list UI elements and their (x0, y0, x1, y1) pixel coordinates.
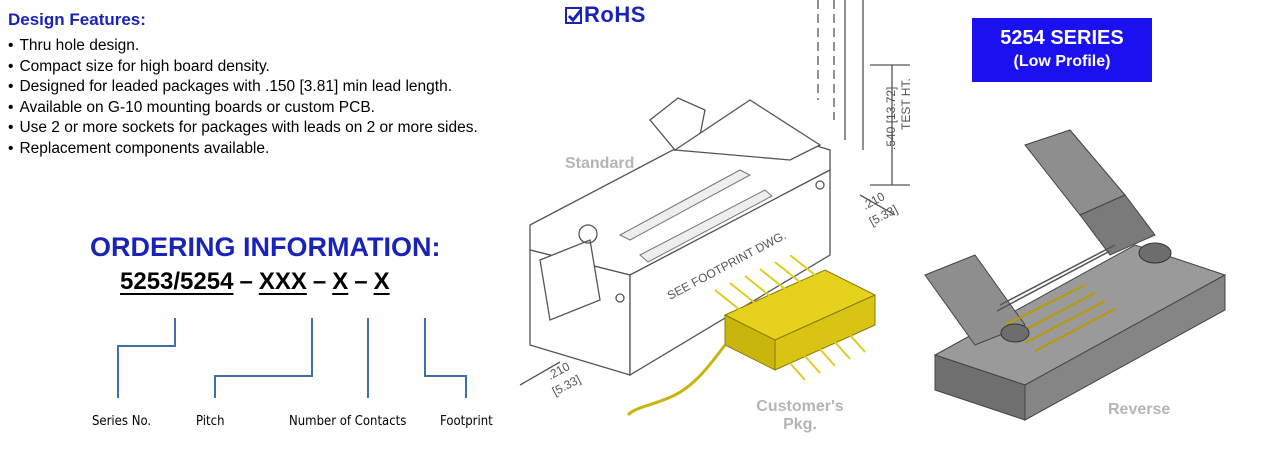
part-separator: – (239, 268, 253, 295)
customer-caption-line1: Customer's (756, 398, 844, 415)
series-badge: 5254 SERIES (Low Profile) (972, 18, 1152, 82)
rohs-mark: RoHS (565, 2, 646, 28)
customer-package-caption: Customer's Pkg. (750, 398, 850, 434)
standard-caption: Standard (565, 155, 635, 172)
field-label-pitch: Pitch (196, 414, 225, 429)
part-contacts: X (332, 268, 349, 295)
design-features-list: Thru hole design. Compact size for high … (8, 36, 478, 160)
leader-footprint (424, 318, 467, 398)
field-label-series: Series No. (92, 414, 152, 429)
series-badge-subtitle: (Low Profile) (1013, 53, 1111, 70)
series-badge-title: 5254 SERIES (1000, 27, 1124, 49)
feature-item: Available on G-10 mounting boards or cus… (8, 98, 478, 119)
feature-item: Use 2 or more sockets for packages with … (8, 118, 477, 139)
part-separator: – (354, 268, 368, 295)
reverse-socket-drawing (924, 129, 1227, 421)
customer-package-drawing (626, 255, 877, 417)
dim-height-text-2: TEST HT. (899, 78, 913, 130)
leader-pitch (214, 318, 313, 398)
ordering-title: ORDERING INFORMATION: (90, 232, 441, 262)
part-separator: – (312, 268, 327, 295)
rohs-label: RoHS (584, 2, 646, 27)
part-number: 5253/5254–XXX–X–X (120, 268, 390, 296)
standard-socket-drawing: SEE FOOTPRINT DWG. .540 [13.72] TEST HT.… (519, 0, 913, 399)
reverse-caption: Reverse (1108, 401, 1171, 418)
feature-item: Thru hole design. (8, 36, 478, 57)
feature-item: Designed for leaded packages with .150 [… (8, 77, 478, 98)
part-footprint: X (373, 268, 390, 295)
field-label-contacts: Number of Contacts (289, 414, 407, 429)
part-pitch: XXX (258, 268, 307, 295)
dim-height-text: .540 [13.72] (884, 87, 898, 150)
design-features-title: Design Features: (8, 10, 146, 29)
customer-caption-line2: Pkg. (783, 416, 817, 433)
feature-item: Replacement components available. (8, 139, 478, 160)
field-label-footprint: Footprint (440, 414, 493, 429)
part-series: 5253/5254 (120, 268, 234, 295)
feature-item: Compact size for high board density. (8, 57, 478, 78)
ordering-leader-lines (117, 318, 467, 398)
checkbox-icon (565, 7, 583, 24)
leader-series (117, 318, 176, 398)
